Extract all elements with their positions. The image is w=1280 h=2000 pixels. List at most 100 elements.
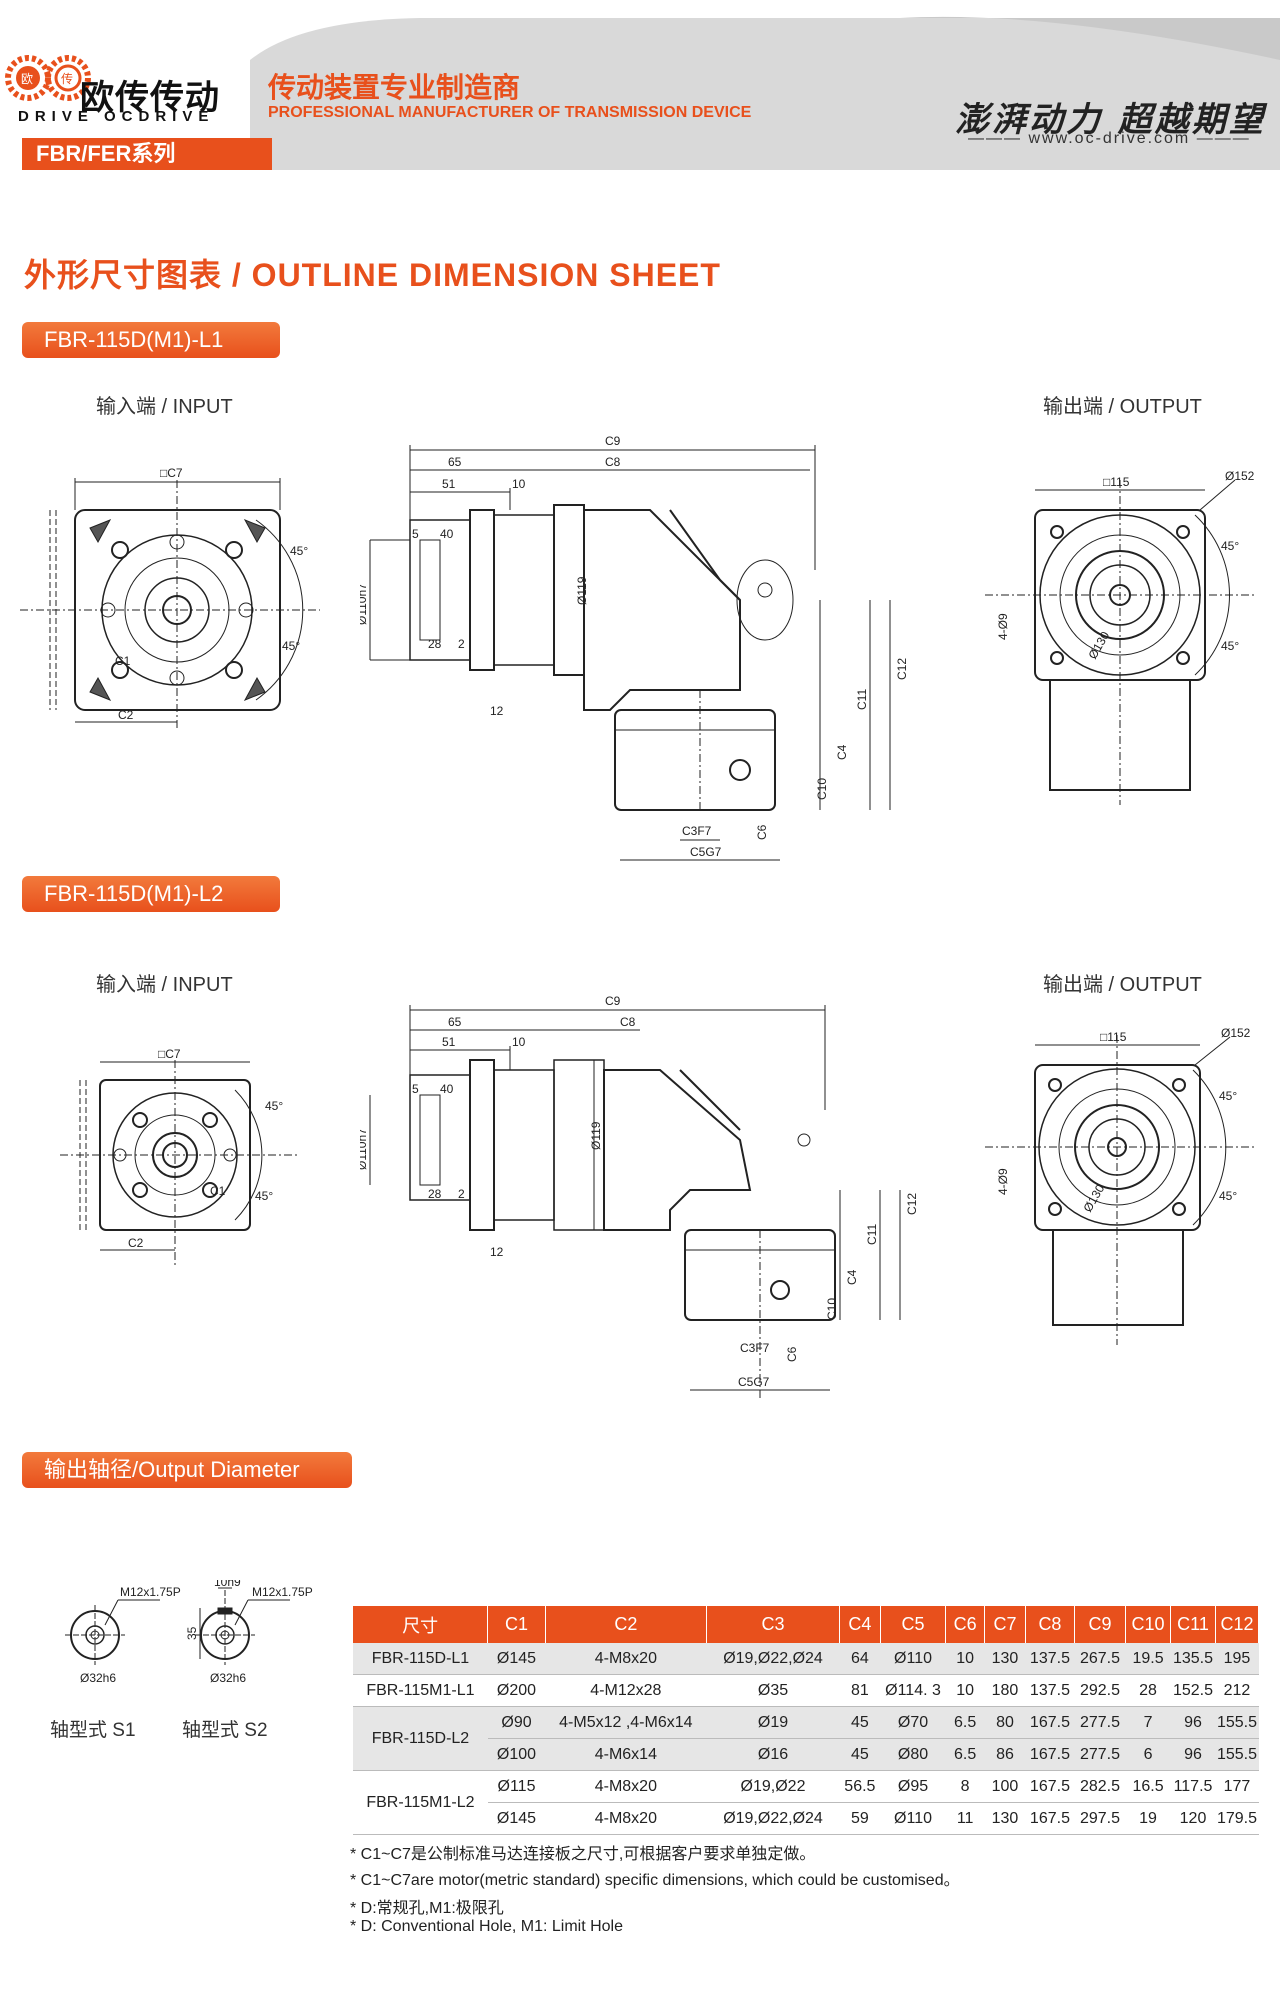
- table-cell: Ø110: [880, 1802, 946, 1835]
- header-cell: C5: [880, 1606, 947, 1643]
- table-cell: 167.5: [1025, 1802, 1075, 1835]
- table-cell: 96: [1170, 1706, 1216, 1739]
- s2-key: 10h9: [214, 1580, 241, 1589]
- brand-name-cn: 欧传传动: [80, 79, 220, 117]
- tagline-en: PROFESSIONAL MANUFACTURER OF TRANSMISSIO…: [268, 104, 752, 121]
- dim-c2-l2: C2: [128, 1236, 144, 1250]
- dim-2: 2: [458, 637, 465, 651]
- table-cell: 180: [984, 1674, 1026, 1707]
- table-cell: Ø70: [880, 1706, 946, 1739]
- note-cn-1: * C1~C7是公制标准马达连接板之尺寸,可根据客户要求单独定做。: [350, 1846, 816, 1863]
- table-cell: Ø100: [487, 1738, 546, 1771]
- table-cell: 19: [1125, 1802, 1171, 1835]
- side-view-drawing-l2: C9 C8 65 51 10 5 40 28 2 12 Ø110h7 Ø119 …: [360, 994, 919, 1400]
- dim-angle-out-top: 45°: [1221, 539, 1239, 553]
- table-cell: 19.5: [1125, 1643, 1171, 1675]
- table-cell: 135.5: [1170, 1643, 1216, 1675]
- model-cell: FBR-115M1-L2: [353, 1770, 488, 1835]
- dim-d152-l2: Ø152: [1221, 1026, 1251, 1040]
- dim-c3: C3F7: [682, 824, 712, 838]
- table-cell: 56.5: [839, 1770, 881, 1803]
- slogan: 澎湃动力 超越期望: [955, 100, 1266, 140]
- dim-d119: Ø119: [575, 576, 589, 605]
- table-cell: Ø115: [487, 1770, 546, 1803]
- dim-d152: Ø152: [1225, 470, 1255, 483]
- dim-angle-out-top-l2: 45°: [1219, 1089, 1237, 1103]
- table-cell: 6.5: [945, 1706, 985, 1739]
- model-cell: FBR-115D-L2: [353, 1706, 488, 1771]
- header-cell: C6: [945, 1606, 986, 1643]
- table-cell: 4-M12x28: [545, 1674, 707, 1707]
- website-text: www.oc-drive.com: [1028, 130, 1191, 147]
- table-cell: 177: [1215, 1770, 1259, 1803]
- table-row: Ø145 4-M8x20 Ø19,Ø22,Ø24 59 Ø110 11 130 …: [353, 1802, 1259, 1835]
- dim-c6: C6: [755, 824, 769, 840]
- table-cell: Ø19,Ø22,Ø24: [706, 1802, 840, 1835]
- dim-c12: C12: [895, 658, 909, 680]
- table-cell: 167.5: [1025, 1706, 1075, 1739]
- table-cell: 277.5: [1074, 1738, 1126, 1771]
- table-cell: 4-M8x20: [545, 1770, 707, 1803]
- dim-51: 51: [442, 477, 456, 491]
- table-cell: 80: [984, 1706, 1026, 1739]
- series-tab: FBR/FER系列: [22, 138, 272, 170]
- table-cell: 7: [1125, 1706, 1171, 1739]
- dim-angle-bottom: 45°: [282, 639, 300, 653]
- dim-c12-l2: C12: [905, 1193, 919, 1215]
- shaft-figures: M12x1.75P Ø32h6 10h9 35 M12x1.75P Ø32h6: [65, 1580, 313, 1685]
- table-cell: 100: [984, 1770, 1026, 1803]
- dim-c2: C2: [118, 708, 134, 722]
- table-cell: Ø200: [487, 1674, 546, 1707]
- output-view-drawing-l1: □115 Ø152 45° 45° 4-Ø9 Ø130: [985, 470, 1255, 805]
- table-cell: Ø145: [487, 1802, 546, 1835]
- note-en-2: * D: Conventional Hole, M1: Limit Hole: [350, 1918, 624, 1935]
- output-label-l2: 输出端 / OUTPUT: [1043, 974, 1202, 996]
- input-view-drawing-l1: □C7 C2 C1 45° 45°: [20, 466, 320, 730]
- dim-c7-l2: □C7: [158, 1047, 181, 1061]
- dim-28-l2: 28: [428, 1187, 442, 1201]
- dim-sq115-l2: □115: [1100, 1030, 1127, 1044]
- dim-holes-l2: 4-Ø9: [996, 1168, 1010, 1195]
- table-cell: 212: [1215, 1674, 1259, 1707]
- dim-65-l2: 65: [448, 1015, 462, 1029]
- side-view-drawing-l1: C9 C8 65 51 10 5 40 28 2 12 Ø110h7 Ø119 …: [360, 434, 909, 861]
- dim-c4-l2: C4: [845, 1269, 859, 1285]
- table-cell: Ø110: [880, 1643, 946, 1675]
- svg-text:欧: 欧: [21, 72, 33, 86]
- table-cell: Ø90: [487, 1706, 546, 1739]
- dim-51-l2: 51: [442, 1035, 456, 1049]
- dim-c7: □C7: [160, 466, 183, 480]
- dim-c5-l2: C5G7: [738, 1375, 770, 1389]
- table-row: FBR-115D-L1 Ø145 4-M8x20 Ø19,Ø22,Ø24 64 …: [353, 1643, 1259, 1675]
- input-label-l1: 输入端 / INPUT: [96, 396, 233, 418]
- dim-d110: Ø110h7: [360, 583, 369, 625]
- dim-d130: Ø130: [1085, 629, 1112, 662]
- table-cell: 59: [839, 1802, 881, 1835]
- header-background: [250, 16, 1280, 170]
- dim-c11: C11: [855, 689, 869, 710]
- table-cell: 152.5: [1170, 1674, 1216, 1707]
- dim-40: 40: [440, 527, 454, 541]
- note-en-1: * C1~C7are motor(metric standard) specif…: [350, 1872, 960, 1889]
- table-cell: 45: [839, 1738, 881, 1771]
- table-cell: 195: [1215, 1643, 1259, 1675]
- dim-28: 28: [428, 637, 442, 651]
- s1-thread: M12x1.75P: [120, 1585, 181, 1599]
- table-cell: 10: [945, 1643, 985, 1675]
- table-cell: 130: [984, 1802, 1026, 1835]
- dim-c6-l2: C6: [785, 1346, 799, 1362]
- header-cell: C1: [487, 1606, 546, 1643]
- table-cell: 4-M5x12 ,4-M6x14: [545, 1706, 707, 1739]
- table-cell: 6: [1125, 1738, 1171, 1771]
- table-cell: 155.5: [1215, 1738, 1259, 1771]
- dim-40-l2: 40: [440, 1082, 454, 1096]
- dim-10: 10: [512, 477, 526, 491]
- dim-sq115: □115: [1103, 475, 1130, 489]
- header-cell: C2: [545, 1606, 708, 1643]
- table-cell: Ø19,Ø22,Ø24: [706, 1643, 840, 1675]
- table-cell: 137.5: [1025, 1674, 1075, 1707]
- dim-5: 5: [412, 527, 419, 541]
- dim-12: 12: [490, 704, 504, 718]
- table-cell: 11: [945, 1802, 985, 1835]
- table-cell: Ø16: [706, 1738, 840, 1771]
